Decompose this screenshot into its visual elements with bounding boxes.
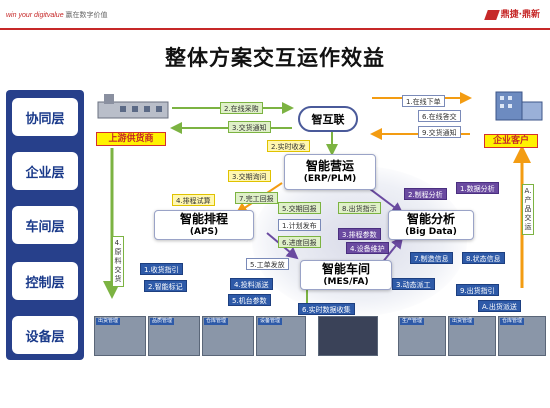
tag-delivery-inquiry: 3.交期询问	[228, 170, 271, 182]
company-logo: 鼎捷·鼎新	[483, 7, 540, 20]
node-mes[interactable]: 智能车间 (MES/FA)	[300, 260, 392, 290]
arrow-mes-bigdata	[381, 236, 404, 264]
raw-material-delivery-label: 4.原料交货	[114, 239, 122, 283]
slogan-brand: win your digitvalue	[6, 12, 64, 19]
layer-column: 协同层 企业层 车间层 控制层 设备层	[6, 90, 84, 360]
tag-delivery-notice: 3.交货通知	[228, 121, 271, 133]
photo-caption: 生产管理	[400, 318, 425, 325]
tag-material-dispatch: 4.投料派送	[230, 278, 273, 290]
tag-data-analysis: 1.数据分析	[456, 182, 499, 194]
tag-status-info: 8.状态信息	[462, 252, 505, 264]
interaction-diagram: 上游供货商 企业客户 智互联 2.在线采购 3.交货通知 1.在线下单 6.在线…	[92, 88, 550, 363]
photo-caption: 设备管理	[258, 318, 283, 325]
tag-shipping-instruction: 8.出货指示	[338, 202, 381, 214]
tag-manufacturing-info: 7.制造信息	[410, 252, 453, 264]
mes-title: 智能车间	[321, 261, 370, 276]
tag-realtime-data: 6.实时数据收集	[298, 303, 355, 315]
tag-smart-marking: 2.智能标记	[144, 280, 187, 292]
node-erp[interactable]: 智能营运 (ERP/PLM)	[284, 154, 376, 190]
slogan-cn: 赢在数字价值	[65, 12, 108, 19]
tag-realtime-receive: 2.实时收发	[267, 140, 310, 152]
tag-schedule-params: 3.排程参数	[338, 228, 381, 240]
tag-online-reply: 6.在线答交	[418, 110, 461, 122]
aps-subtitle: (APS)	[189, 226, 219, 237]
layer-equipment: 设备层	[12, 316, 78, 354]
layer-collaboration: 协同层	[12, 98, 78, 136]
header-divider	[0, 28, 550, 30]
tag-process-analysis: 2.制程分析	[404, 188, 447, 200]
tag-online-order: 1.在线下单	[402, 95, 445, 107]
mes-subtitle: (MES/FA)	[323, 276, 369, 287]
tag-equipment-maintenance: 4.设备维护	[346, 242, 389, 254]
layer-workshop: 车间层	[12, 206, 78, 244]
photo-caption: 出货管理	[96, 318, 121, 325]
tag-raw-material-delivery: 4.原料交货	[112, 236, 124, 287]
tag-product-shipment: A.产品交运	[522, 184, 534, 235]
cloud-iot: 智互联	[298, 106, 358, 132]
tag-delivery-report: 5.交期回报	[278, 202, 321, 214]
logo-icon	[483, 9, 500, 20]
product-shipment-label: A.产品交运	[524, 187, 532, 231]
factory-building-icon	[94, 92, 172, 120]
enterprise-customer-box: 企业客户	[484, 134, 538, 148]
slogan: win your digitvalue 赢在数字价值	[6, 10, 108, 20]
tag-shipping-guide: 9.出货指引	[456, 284, 499, 296]
tag-work-order: 5.工单发放	[246, 258, 289, 270]
layer-control: 控制层	[12, 262, 78, 300]
header-bar: win your digitvalue 赢在数字价值 鼎捷·鼎新	[0, 0, 550, 28]
erp-subtitle: (ERP/PLM)	[303, 173, 357, 184]
photo-caption: 仓库管理	[204, 318, 229, 325]
node-bigdata[interactable]: 智能分析 (Big Data)	[388, 210, 474, 240]
bigdata-title: 智能分析	[406, 211, 455, 226]
erp-title: 智能营运	[305, 158, 354, 173]
layer-enterprise: 企业层	[12, 152, 78, 190]
tag-delivery-notice-9: 9.交货通知	[418, 126, 461, 138]
tag-online-purchase: 2.在线采购	[220, 102, 263, 114]
tag-completion-report: 7.完工回报	[235, 192, 278, 204]
tag-plan-release: 1.计划发布	[278, 219, 321, 231]
tag-shipping-dispatch: A.出货派送	[478, 300, 521, 312]
logo-text: 鼎捷·鼎新	[500, 10, 540, 20]
office-building-icon	[482, 90, 546, 122]
tag-machine-params: 5.机台参数	[228, 294, 271, 306]
node-aps[interactable]: 智能排程 (APS)	[154, 210, 254, 240]
bigdata-subtitle: (Big Data)	[405, 226, 457, 237]
equipment-photo	[318, 316, 378, 356]
tag-progress-report: 6.进度回报	[278, 236, 321, 248]
tag-receiving-guide: 1.收货指引	[140, 263, 183, 275]
photo-caption: 仓库管理	[500, 318, 525, 325]
aps-title: 智能排程	[179, 211, 228, 226]
upstream-supplier-box: 上游供货商	[96, 132, 166, 146]
tag-dynamic-dispatch: 3.动态派工	[392, 278, 435, 290]
photo-caption: 品质管理	[150, 318, 175, 325]
tag-schedule-trial: 4.排程试算	[172, 194, 215, 206]
photo-caption: 出货管理	[450, 318, 475, 325]
page-title: 整体方案交互运作效益	[165, 46, 385, 70]
